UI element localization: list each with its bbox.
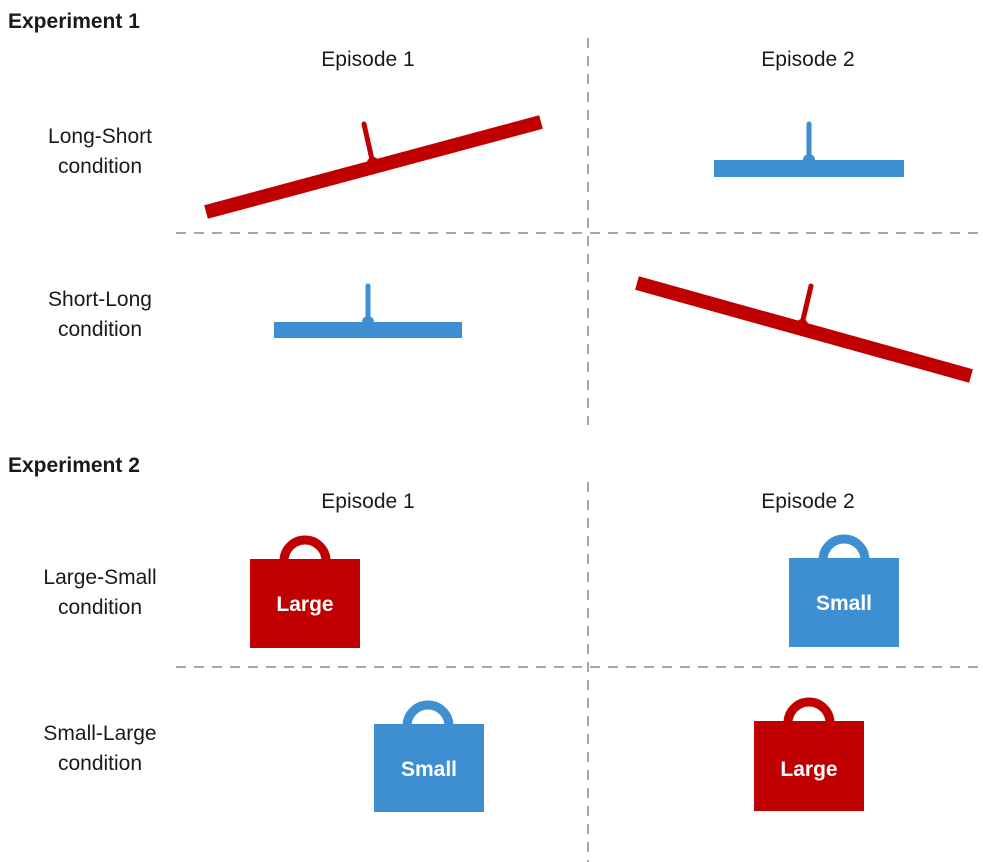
condition-word: condition	[57, 318, 143, 341]
experiment-2-title: Experiment 2	[8, 454, 140, 477]
exp2-episode-2-header: Episode 2	[761, 490, 855, 513]
exp1-condition-short-long: Short-Long condition	[15, 285, 185, 345]
exp2-condition-large-small: Large-Small condition	[15, 563, 185, 623]
small-bag-icon: Small	[374, 700, 484, 812]
exp2-condition-small-large: Small-Large condition	[15, 719, 185, 779]
condition-name: Short-Long	[48, 288, 152, 311]
short-level-lever-icon	[274, 283, 462, 338]
condition-name: Large-Small	[43, 566, 157, 589]
exp1-condition-long-short: Long-Short condition	[15, 122, 185, 182]
condition-name: Small-Large	[43, 722, 157, 745]
large-bag-label: Large	[780, 758, 837, 781]
condition-word: condition	[57, 752, 143, 775]
exp1-episode-1-header: Episode 1	[321, 48, 415, 71]
exp2-episode-1-header: Episode 1	[321, 490, 415, 513]
long-tilted-lever-icon	[635, 276, 973, 383]
short-level-lever-icon	[714, 121, 904, 177]
condition-word: condition	[57, 596, 143, 619]
experiment-1-title: Experiment 1	[8, 10, 140, 33]
long-tilted-lever-icon	[204, 115, 543, 219]
large-bag-label: Large	[276, 593, 333, 616]
large-bag-icon: Large	[250, 535, 360, 648]
small-bag-label: Small	[401, 758, 457, 781]
exp1-episode-2-header: Episode 2	[761, 48, 855, 71]
large-bag-icon: Large	[754, 697, 864, 811]
condition-name: Long-Short	[48, 125, 152, 148]
small-bag-icon: Small	[789, 534, 899, 647]
condition-word: condition	[57, 155, 143, 178]
small-bag-label: Small	[816, 592, 872, 615]
